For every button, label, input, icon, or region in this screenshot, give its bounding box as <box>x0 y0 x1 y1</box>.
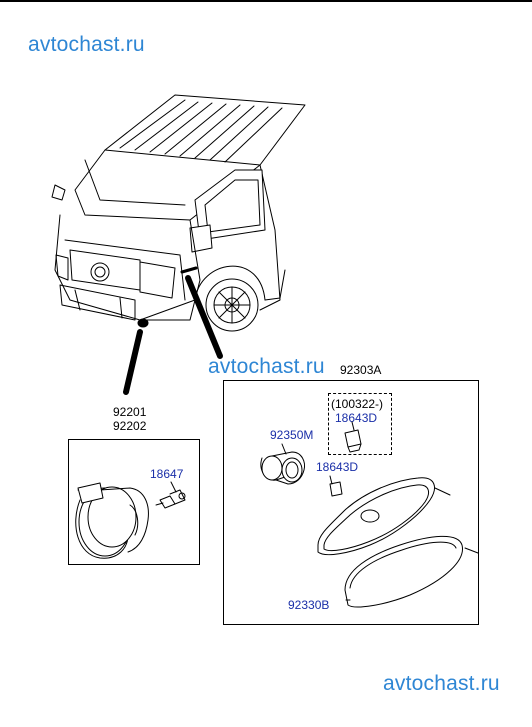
date-range-subgroup-box <box>328 393 392 455</box>
part-number-92201: 92201 <box>113 405 147 419</box>
watermark-bottom: avtochast.ru <box>383 672 500 695</box>
part-number-18643D-boxed: 18643D <box>335 411 378 425</box>
part-number-92350M: 92350M <box>270 428 314 442</box>
part-number-92330B: 92330B <box>288 598 330 612</box>
part-number-18647: 18647 <box>150 467 184 481</box>
side-marker-group-box <box>223 380 479 625</box>
part-number-18643D: 18643D <box>316 460 359 474</box>
part-number-92303A: 92303A <box>340 363 382 377</box>
watermark-middle: avtochast.ru <box>208 355 325 378</box>
watermark-top: avtochast.ru <box>28 33 145 56</box>
top-border-line <box>0 0 532 2</box>
part-number-92202: 92202 <box>113 419 147 433</box>
date-range-label: (100322-) <box>331 397 384 411</box>
fog-lamp-group-box <box>68 439 200 565</box>
